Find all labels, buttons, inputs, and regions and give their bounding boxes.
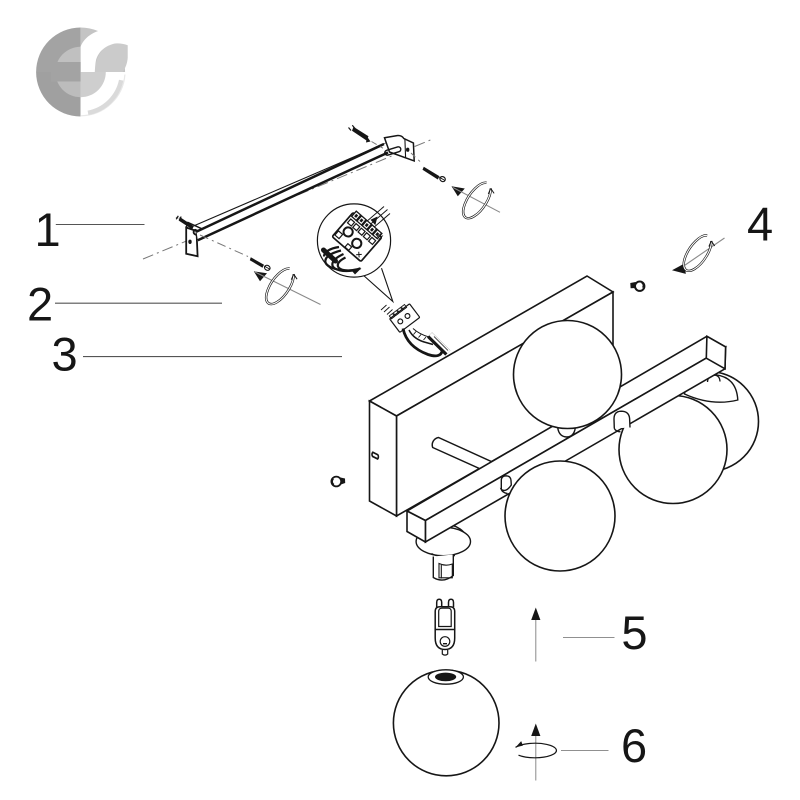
svg-text:1: 1 <box>35 203 61 256</box>
svg-text:5: 5 <box>621 606 647 659</box>
svg-text:3: 3 <box>52 328 78 381</box>
svg-text:6: 6 <box>621 719 647 772</box>
svg-text:4: 4 <box>747 198 773 251</box>
svg-text:2: 2 <box>27 278 53 331</box>
